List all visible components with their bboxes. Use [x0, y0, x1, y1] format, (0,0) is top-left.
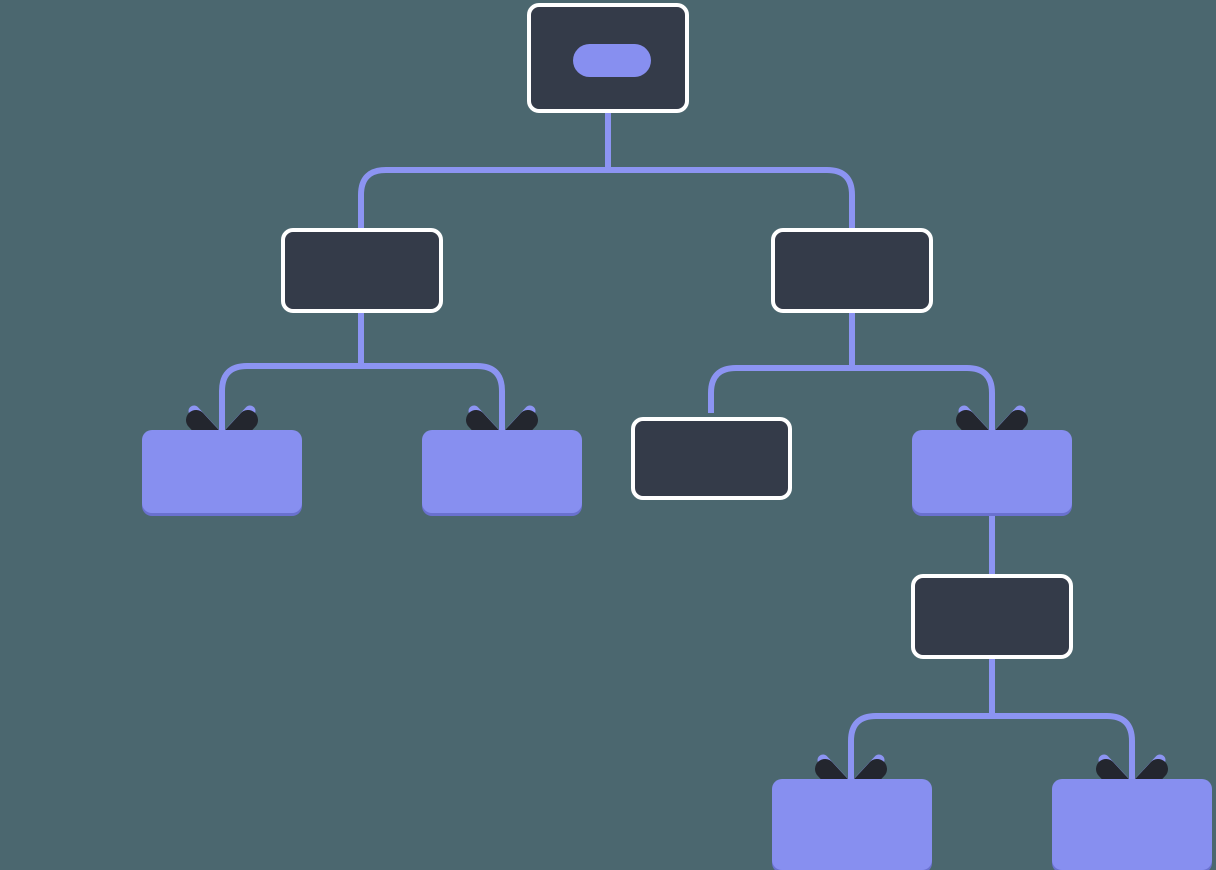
tree-leaf-bottom-1[interactable]: [772, 779, 932, 870]
root-pill-badge: [573, 44, 651, 77]
tree-node-right-child-purple[interactable]: [912, 430, 1072, 513]
edge-n1-n3: [219, 363, 361, 432]
edge-n2-n6: [852, 365, 995, 432]
edge-n2-n5: [708, 365, 852, 413]
edge-n0-n2: [608, 167, 855, 228]
tree-node-root[interactable]: [527, 3, 689, 113]
edge-n7-n8: [848, 713, 992, 781]
tree-leaf-left-1[interactable]: [142, 430, 302, 513]
edge-n7-n9: [992, 713, 1135, 781]
edge-n1-n4: [361, 363, 505, 432]
tree-node-level1-right[interactable]: [771, 228, 933, 313]
edge-n0-n1: [358, 167, 608, 228]
tree-node-level1-left[interactable]: [281, 228, 443, 313]
tree-leaf-left-2[interactable]: [422, 430, 582, 513]
tree-node-level3-dark[interactable]: [911, 574, 1073, 659]
tree-leaf-bottom-2[interactable]: [1052, 779, 1212, 870]
tree-node-right-child-dark[interactable]: [631, 417, 792, 500]
